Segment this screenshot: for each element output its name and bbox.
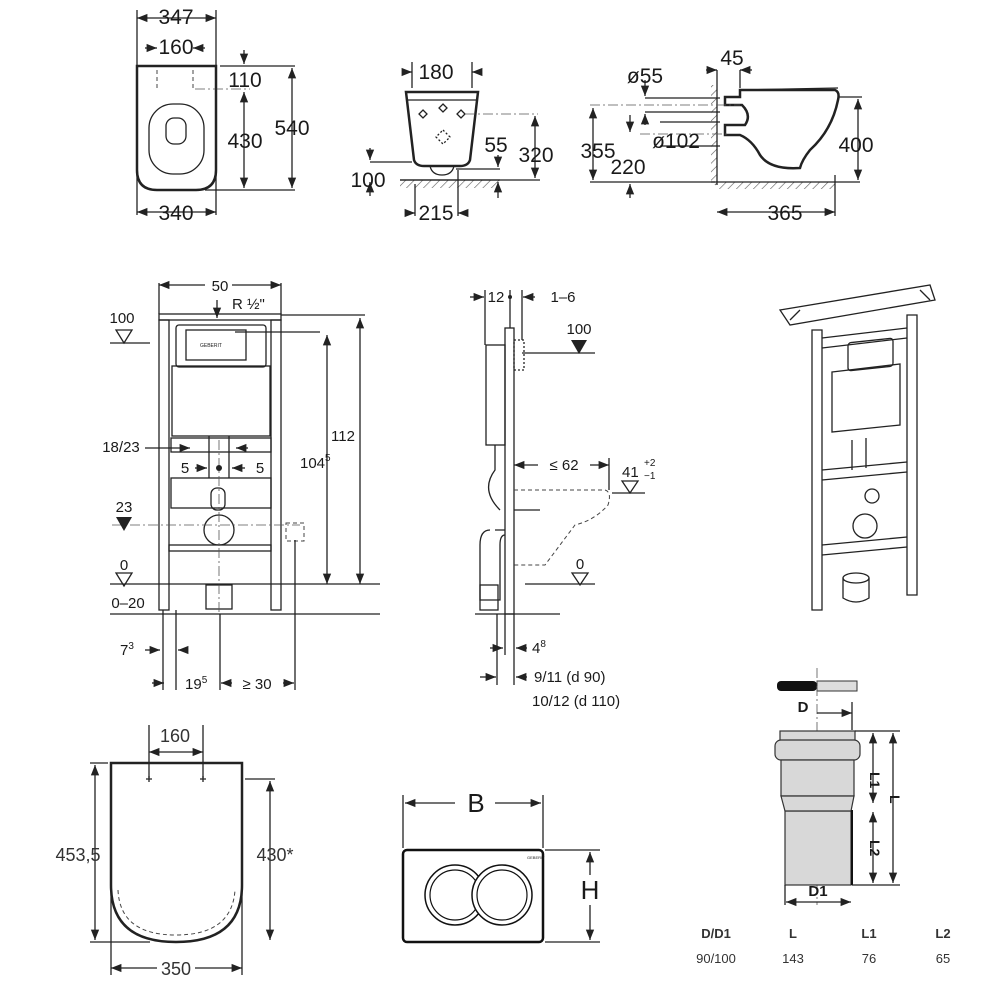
frame-side-view <box>470 290 645 685</box>
table-cell: 90/100 <box>696 951 736 966</box>
dim-1-6: 1–6 <box>550 289 575 306</box>
dim-h: H <box>581 875 600 905</box>
dim-215: 215 <box>418 202 453 225</box>
table-header-l2: L2 <box>935 926 950 941</box>
dim-160: 160 <box>158 36 193 59</box>
dim-12: 12 <box>488 289 505 306</box>
label-d: D <box>798 699 809 716</box>
seat-outline <box>90 725 275 975</box>
table-header-l: L <box>789 926 797 941</box>
frame-front-view: GEBERIT <box>110 280 380 690</box>
level-0: 0 <box>120 557 128 574</box>
label-l1: L1 <box>867 772 883 789</box>
table-cell: 143 <box>782 951 804 966</box>
dim-5-left: 5 <box>181 460 189 477</box>
dim-112: 112 <box>331 428 355 445</box>
dim-540: 540 <box>274 117 309 140</box>
geberit-logo-small: GEBERIT <box>200 343 222 349</box>
dim-10-12-d110: 10/12 (d 110) <box>532 693 620 710</box>
dim-7-3: 73 <box>120 641 134 659</box>
dim-50: 50 <box>212 278 229 295</box>
bowl-side-view <box>588 65 863 217</box>
seat-top-view <box>135 10 297 217</box>
dim-100: 100 <box>350 169 385 192</box>
dim-ge-30: ≥ 30 <box>242 676 271 693</box>
table-header-d-d1: D/D1 <box>701 926 731 941</box>
level-100: 100 <box>109 310 134 327</box>
label-l: L <box>887 795 903 804</box>
level-23: 23 <box>116 499 133 516</box>
dim-320: 320 <box>518 144 553 167</box>
dim-45: 45 <box>720 47 743 70</box>
dim-o102: ø102 <box>652 130 700 153</box>
dim-o55: ø55 <box>627 65 663 88</box>
dim-18-23: 18/23 <box>102 439 140 456</box>
table-header-l1: L1 <box>861 926 876 941</box>
dim-55: 55 <box>484 134 507 157</box>
dim-180: 180 <box>418 61 453 84</box>
dim-0-20: 0–20 <box>111 595 144 612</box>
dim-453-5: 453,5 <box>55 845 100 865</box>
connection-size: R ½" <box>232 296 265 313</box>
pipe-connector <box>774 668 900 907</box>
dim-430: 430 <box>227 130 262 153</box>
frame-3d-illustration <box>778 284 936 611</box>
dim-340: 340 <box>158 202 193 225</box>
dim-b: B <box>467 788 484 818</box>
level-100-side: 100 <box>566 321 591 338</box>
dim-430-star: 430* <box>256 845 293 865</box>
table-cell: 65 <box>936 951 950 966</box>
label-d1: D1 <box>808 883 827 900</box>
dim-400: 400 <box>838 134 873 157</box>
level-0-side: 0 <box>576 556 584 573</box>
dim-355: 355 <box>580 140 615 163</box>
bowl-front-view <box>365 62 540 218</box>
dim-220: 220 <box>610 156 645 179</box>
dim-365: 365 <box>767 202 802 225</box>
dim-4-8: 48 <box>532 639 546 657</box>
geberit-logo: GEBERIT <box>527 855 545 860</box>
dim-5-right: 5 <box>256 460 264 477</box>
table-cell: 76 <box>862 951 876 966</box>
dim-110: 110 <box>228 69 261 92</box>
dim-350: 350 <box>161 959 191 979</box>
rim-level-41: 41+2−1 <box>622 458 656 482</box>
dim-19-5: 195 <box>185 675 208 693</box>
dim-9-11-d90: 9/11 (d 90) <box>534 669 605 686</box>
dim-104-5: 1045 <box>300 453 331 472</box>
label-l2: L2 <box>867 840 883 857</box>
dim-160-seat: 160 <box>160 726 190 746</box>
dim-347: 347 <box>158 6 193 29</box>
dim-le-62: ≤ 62 <box>549 457 578 474</box>
pipe-dimensions-table: D/D1 L L1 L2 90/100 143 76 65 <box>696 926 950 966</box>
flush-plate: GEBERIT <box>401 795 600 944</box>
